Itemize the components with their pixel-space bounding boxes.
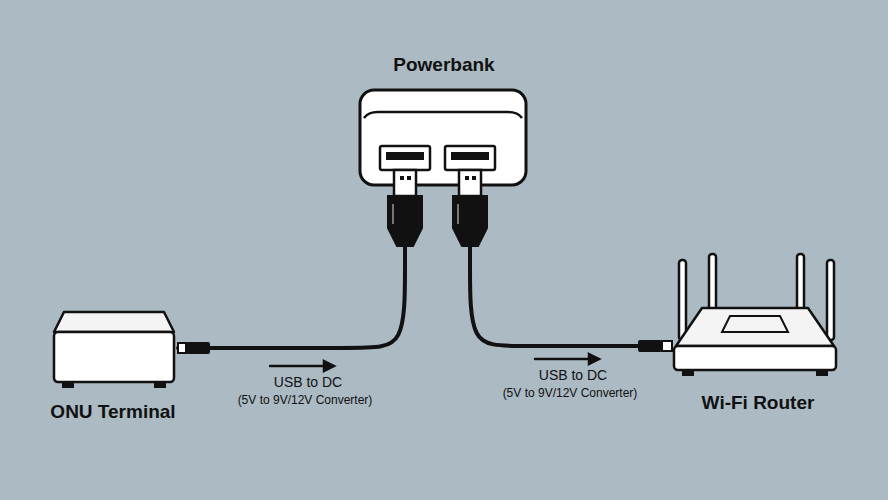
converter-note: (5V to 9V/12V Converter)	[503, 386, 638, 400]
usb-dc-cable	[470, 188, 668, 346]
device-label: Powerbank	[393, 54, 494, 76]
antenna	[827, 260, 834, 340]
dc-plug	[178, 342, 210, 354]
router-panel	[722, 316, 788, 332]
device-illustration	[358, 88, 530, 188]
usb-port	[445, 146, 495, 170]
usb-plug	[453, 170, 487, 246]
device-illustration	[668, 250, 840, 382]
cable-label: USB to DC	[274, 374, 342, 390]
router-top	[676, 308, 834, 346]
device-label: ONU Terminal	[50, 401, 175, 423]
usb-dc-cable	[178, 188, 405, 348]
onu-top	[54, 312, 174, 332]
usb-port	[380, 146, 430, 170]
onu-node: ONU Terminal	[50, 308, 178, 392]
powerbank-node: Powerbank	[358, 88, 530, 188]
dc-plug	[638, 340, 672, 352]
converter-note: (5V to 9V/12V Converter)	[238, 393, 373, 407]
direction-arrow	[270, 361, 334, 371]
onu-foot	[62, 382, 74, 388]
direction-arrow	[535, 354, 599, 364]
antenna	[679, 260, 686, 340]
router-body	[674, 346, 836, 370]
router-foot	[816, 370, 828, 376]
powerbank-body	[360, 90, 526, 185]
onu-body	[54, 332, 174, 382]
router-foot	[682, 370, 694, 376]
onu-foot	[154, 382, 166, 388]
router-node: Wi-Fi Router	[668, 250, 840, 382]
device-label: Wi-Fi Router	[702, 392, 815, 414]
usb-plug	[388, 170, 422, 246]
device-illustration	[50, 308, 178, 392]
powerbank-edge	[364, 112, 522, 118]
cable-label: USB to DC	[539, 367, 607, 383]
